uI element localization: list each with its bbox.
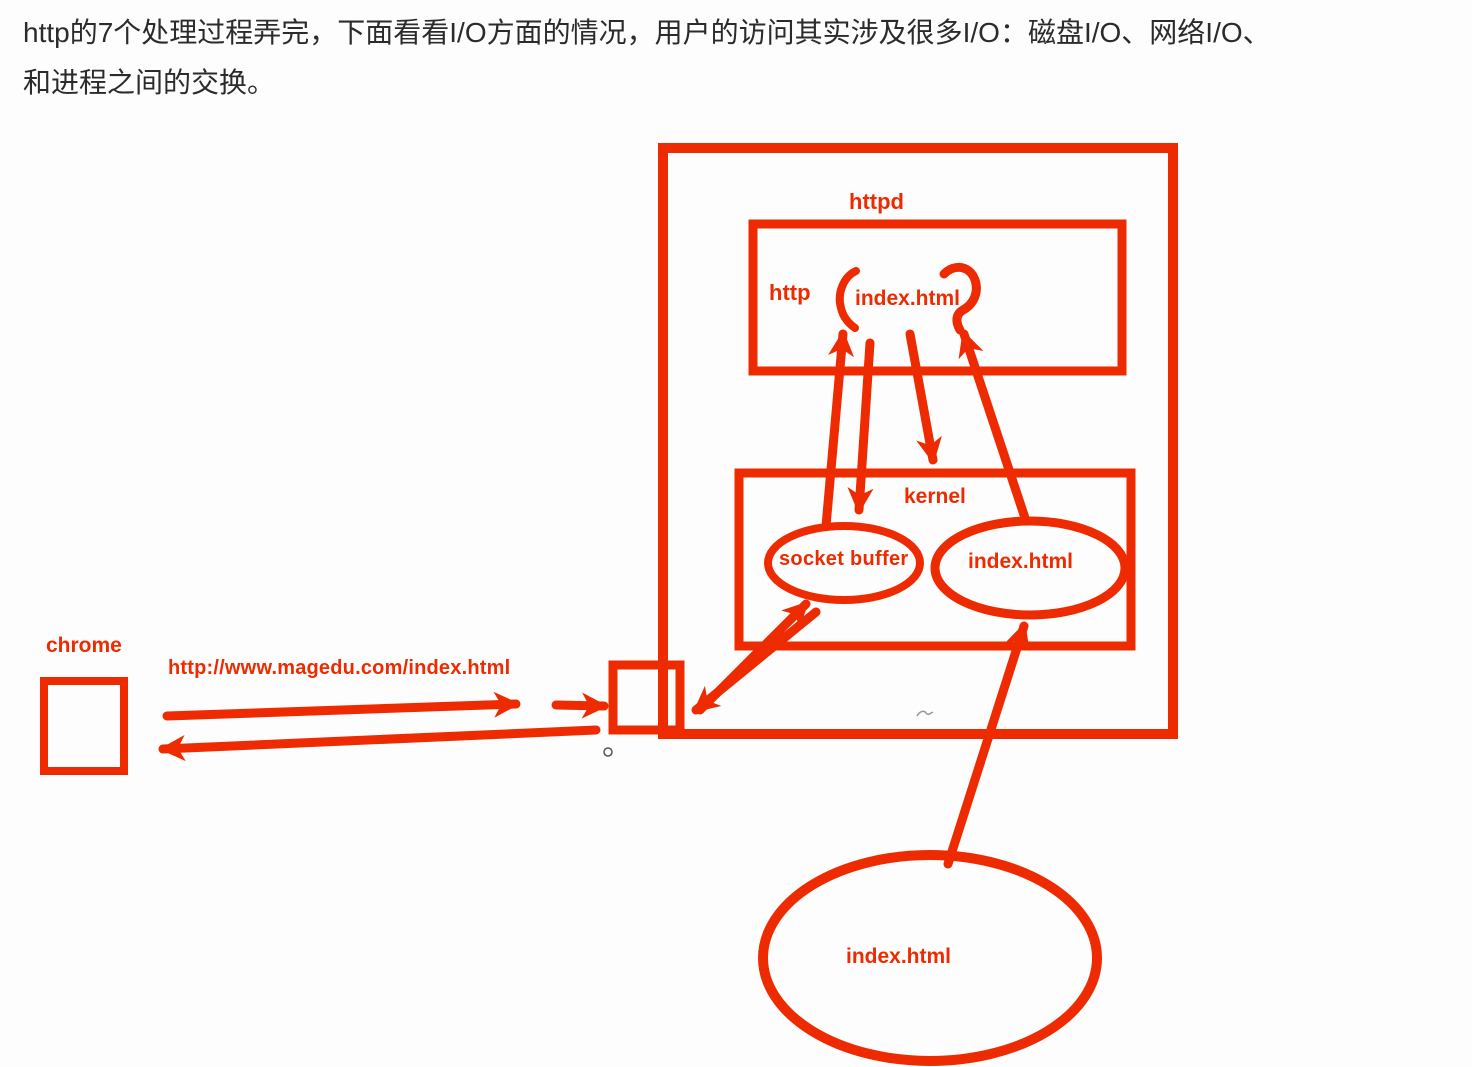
socket-buffer-ellipse (764, 522, 924, 604)
left-brace (835, 267, 860, 332)
small-circle-mark (603, 747, 613, 757)
http-to-socket-arrow (847, 338, 875, 515)
disk-index-ellipse (758, 850, 1102, 1066)
disk-index-label: index.html (846, 945, 952, 968)
intro-line-1: http的7个处理过程弄完，下面看看I/O方面的情况，用户的访问其实涉及很多I/… (23, 17, 1271, 48)
kernel-box-label: kernel (904, 485, 966, 508)
socket-to-nic-arrow (691, 607, 821, 715)
socket-to-http-arrow (821, 329, 855, 531)
http-index-label: index.html (855, 287, 961, 310)
kernel-index-label: index.html (968, 550, 1074, 573)
httpd-box (658, 143, 1178, 739)
intro-paragraph: http的7个处理过程弄完，下面看看I/O方面的情况，用户的访问其实涉及很多I/… (23, 8, 1463, 108)
intro-line-2: 和进程之间的交换。 (23, 67, 276, 98)
kernel-box (734, 468, 1136, 651)
http-box (748, 219, 1127, 376)
request-url-label: http://www.magedu.com/index.html (168, 657, 511, 679)
http-box-label: http (769, 280, 811, 305)
chrome-box (40, 677, 128, 775)
request-arrow (162, 691, 521, 721)
response-arrow (158, 725, 601, 762)
http-to-kernel-arrow (905, 329, 942, 465)
right-brace (939, 262, 981, 335)
httpd-box-label: httpd (849, 189, 904, 214)
kernel-index-to-http-arrow (958, 329, 1031, 526)
nic-box (608, 660, 685, 735)
nic-in-arrow (551, 692, 609, 719)
squiggle-mark (916, 710, 934, 717)
chrome-label: chrome (46, 634, 122, 657)
disk-to-kernel-arrow (943, 621, 1030, 869)
socket-buffer-label: socket buffer (779, 548, 909, 570)
